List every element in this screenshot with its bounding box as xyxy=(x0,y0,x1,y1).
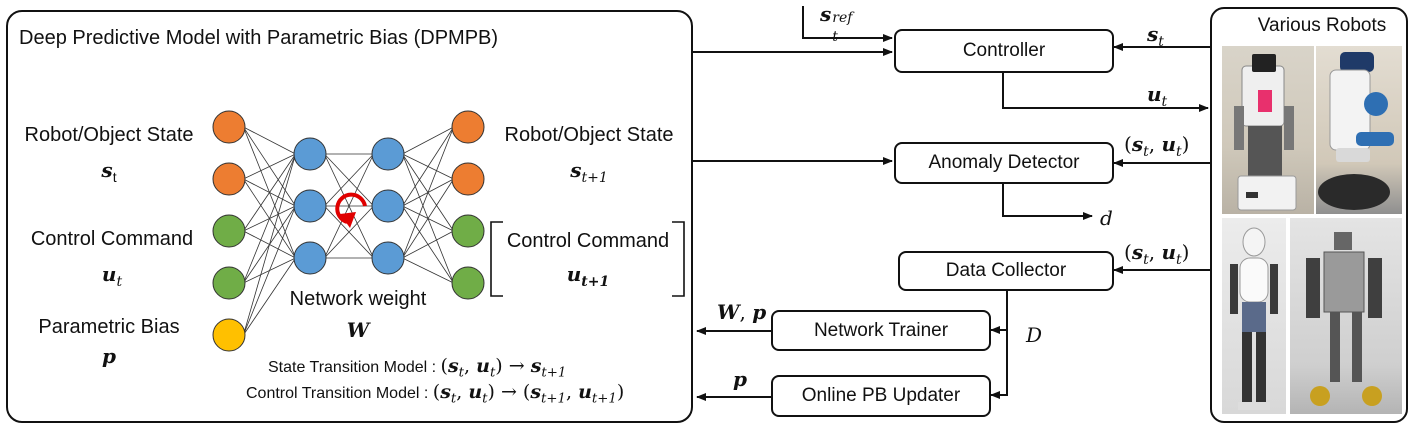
input-command-label: Control Command xyxy=(30,228,194,250)
output-bracket-right xyxy=(672,221,685,297)
arrow-ref-to-controller xyxy=(802,6,893,42)
online-pb-updater-block: Online PB Updater xyxy=(771,375,991,417)
network-trainer-block: Network Trainer xyxy=(771,310,991,351)
network-edge xyxy=(402,126,454,207)
output-bracket xyxy=(490,221,503,297)
network-edge xyxy=(402,230,454,259)
arrow-anomaly-to-d xyxy=(1002,183,1093,220)
network-node-layer1-2 xyxy=(293,241,327,275)
input-command-symbol: ut xyxy=(101,262,123,290)
network-edge xyxy=(324,205,374,259)
state-to-controller-symbol: st xyxy=(1147,22,1164,50)
network-edge xyxy=(402,126,454,155)
ref-superscript: ref xyxy=(832,10,853,26)
dpmpb-panel xyxy=(6,10,693,423)
network-weight-label: Network weight xyxy=(289,288,427,310)
output-command-label: Control Command xyxy=(506,230,670,252)
data-to-collector-symbol: (st, ut) xyxy=(1124,240,1190,268)
input-pb-label: Parametric Bias xyxy=(38,316,180,338)
state-transition-label: State Transition Model : xyxy=(268,359,437,376)
network-node-layer2-0 xyxy=(371,137,405,171)
anomaly-detector-label: Anomaly Detector xyxy=(928,152,1080,173)
network-node-layer3-2 xyxy=(451,214,485,248)
network-node-layer2-1 xyxy=(371,189,405,223)
data-collector-label: Data Collector xyxy=(945,260,1067,281)
network-nodes xyxy=(212,110,485,352)
controller-label: Controller xyxy=(962,40,1046,61)
network-edge xyxy=(402,178,454,259)
wheeled-humanoid-robot-photo xyxy=(1290,218,1402,414)
input-state-label: Robot/Object State xyxy=(24,124,194,146)
arrow-command-to-robots xyxy=(1002,72,1209,112)
anomaly-detector-block: Anomaly Detector xyxy=(894,142,1114,184)
network-node-layer1-1 xyxy=(293,189,327,223)
network-edge xyxy=(243,257,296,336)
network-node-layer3-1 xyxy=(451,162,485,196)
control-transition-label: Control Transition Model : xyxy=(246,385,429,402)
pr2-robot-photo xyxy=(1222,46,1314,214)
robots-title: Various Robots xyxy=(1257,15,1387,36)
kengoro-robot-photo xyxy=(1222,218,1286,414)
data-to-anomaly-symbol: (st, ut) xyxy=(1124,132,1190,160)
network-edge xyxy=(243,153,296,336)
network-node-layer0-1 xyxy=(212,162,246,196)
network-node-layer2-2 xyxy=(371,241,405,275)
network-edge xyxy=(243,153,296,180)
output-command-symbol: ut+1 xyxy=(566,262,610,290)
network-edge xyxy=(402,126,454,259)
network-node-layer3-0 xyxy=(451,110,485,144)
network-edge xyxy=(243,126,296,155)
arrow-collector-to-pb-updater xyxy=(990,330,1008,399)
network-edge xyxy=(243,205,296,336)
network-node-layer0-0 xyxy=(212,110,246,144)
input-state-symbol: st xyxy=(101,158,117,185)
arrow-collector-to-trainer xyxy=(990,290,1008,334)
data-collector-block: Data Collector xyxy=(898,251,1114,291)
network-node-layer1-0 xyxy=(293,137,327,171)
recurrent-arrow-icon xyxy=(335,192,367,228)
network-connections xyxy=(243,126,454,336)
dataset-symbol: D xyxy=(1026,323,1043,347)
network-trainer-label: Network Trainer xyxy=(813,319,949,341)
output-state-symbol: st+1 xyxy=(570,158,608,186)
fetch-robot-photo xyxy=(1316,46,1402,214)
control-transition-model: Control Transition Model : (st, ut) → (s… xyxy=(246,381,625,407)
network-node-layer0-2 xyxy=(212,214,246,248)
dpmpb-title: Deep Predictive Model with Parametric Bi… xyxy=(19,27,499,49)
network-edge xyxy=(324,153,374,259)
trainer-output-symbol: W, p xyxy=(717,300,767,324)
anomaly-output-symbol: d xyxy=(1100,206,1113,230)
network-node-layer0-3 xyxy=(212,266,246,300)
network-edge xyxy=(402,257,454,284)
command-to-robots-symbol: ut xyxy=(1147,82,1168,110)
online-pb-updater-label: Online PB Updater xyxy=(801,385,961,406)
network-weight-symbol: W xyxy=(346,318,370,342)
pb-updater-output-symbol: p xyxy=(733,367,747,391)
network-edge xyxy=(324,153,374,207)
network-node-layer3-3 xyxy=(451,266,485,300)
network-edge xyxy=(243,153,296,284)
controller-block: Controller xyxy=(894,29,1114,73)
output-state-label: Robot/Object State xyxy=(504,124,674,146)
network-edge xyxy=(243,153,296,232)
state-transition-model: State Transition Model : (st, ut) → st+1 xyxy=(268,355,567,381)
input-pb-symbol: p xyxy=(102,344,116,368)
network-node-layer0-4 xyxy=(212,318,246,352)
